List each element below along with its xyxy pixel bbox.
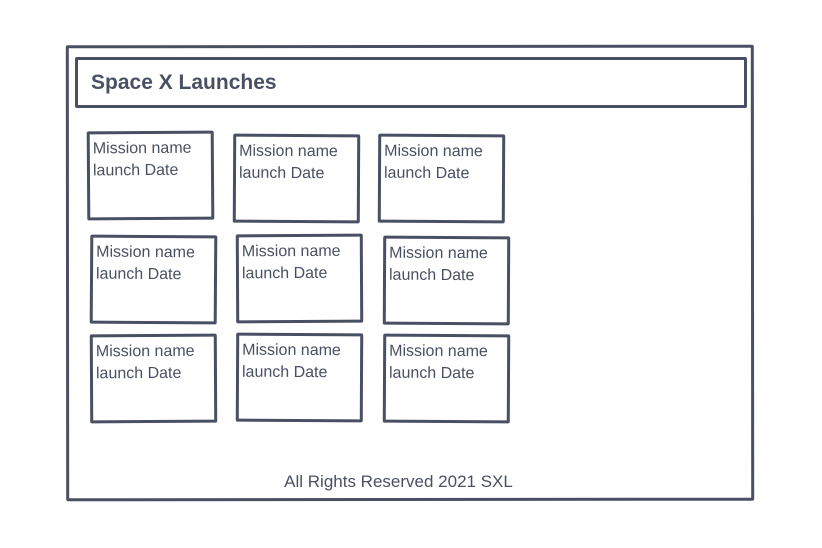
- page-title: Space X Launches: [91, 71, 277, 94]
- launch-card[interactable]: Mission name launch Date: [235, 332, 364, 423]
- launch-card[interactable]: Mission name launch Date: [382, 333, 511, 424]
- launch-card[interactable]: Mission name launch Date: [232, 133, 361, 224]
- launch-date: launch Date: [95, 364, 182, 383]
- launch-date: launch Date: [95, 265, 182, 284]
- launch-card[interactable]: Mission name launch Date: [86, 130, 215, 221]
- launch-date: launch Date: [388, 364, 475, 383]
- launch-card[interactable]: Mission name launch Date: [235, 233, 364, 324]
- mission-name: Mission name: [242, 341, 341, 360]
- mission-name: Mission name: [92, 139, 192, 158]
- launch-date: launch Date: [241, 264, 328, 283]
- mission-name: Mission name: [96, 243, 195, 262]
- mission-name: Mission name: [239, 142, 338, 161]
- launch-date: launch Date: [383, 164, 470, 183]
- mission-name: Mission name: [95, 342, 195, 361]
- mission-name: Mission name: [389, 342, 488, 361]
- mission-name: Mission name: [241, 242, 341, 261]
- launch-date: launch Date: [92, 161, 179, 180]
- launch-card[interactable]: Mission name launch Date: [89, 234, 218, 325]
- header-bar: Space X Launches: [75, 57, 747, 108]
- launch-card[interactable]: Mission name launch Date: [89, 333, 218, 424]
- launch-card[interactable]: Mission name launch Date: [382, 235, 511, 326]
- mission-name: Mission name: [384, 142, 483, 161]
- launch-date: launch Date: [388, 266, 475, 285]
- launch-date: launch Date: [238, 164, 325, 183]
- footer-copyright: All Rights Reserved 2021 SXL: [284, 472, 513, 491]
- launch-date: launch Date: [241, 363, 328, 382]
- launch-card[interactable]: Mission name launch Date: [377, 133, 506, 224]
- mission-name: Mission name: [389, 244, 488, 263]
